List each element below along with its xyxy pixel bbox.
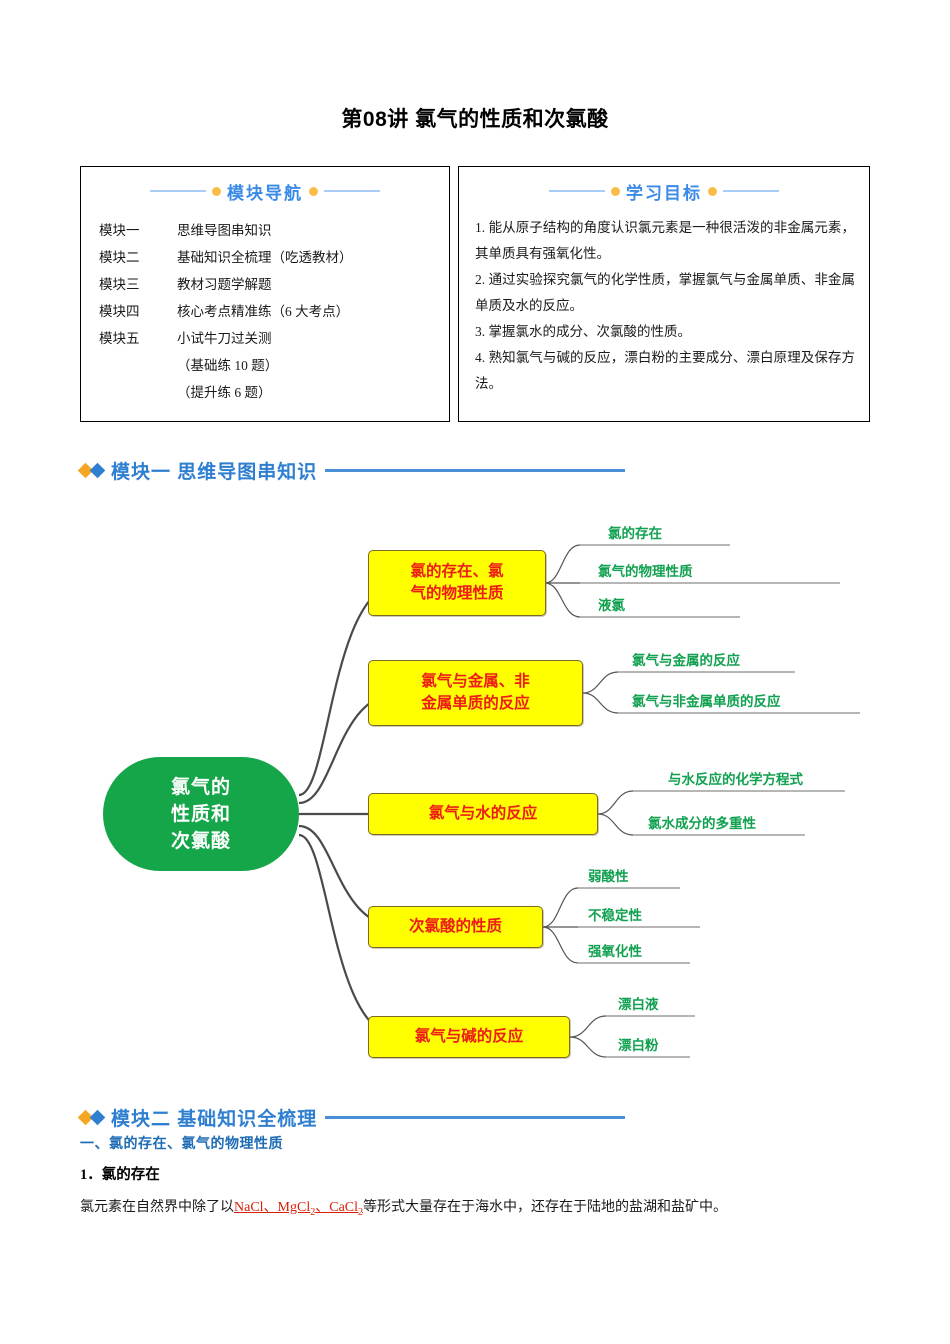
goal-item: 4. 熟知氯气与碱的反应，漂白粉的主要成分、漂白原理及保存方法。: [475, 350, 855, 391]
mindmap-connectors: [298, 544, 860, 1058]
module-key: 模块一: [99, 223, 140, 238]
module-row: 模块三 教材习题学解题: [99, 271, 449, 298]
header-dot-right-icon: [309, 186, 318, 196]
chemical-formula: NaCl、MgCl2、CaCl2: [234, 1200, 364, 1218]
info-boxes-row: 模块导航 模块一 思维导图串知识 模块二 基础知识全梳理（吃透教材） 模块三 教…: [80, 166, 870, 422]
branch-3-label: 氯气与水的反应: [428, 805, 538, 822]
diamond-blue-icon: [89, 462, 106, 479]
goal-item: 1. 能从原子结构的角度认识氯元素是一种很活泼的非金属元素，其单质具有强氧化性。: [475, 220, 855, 261]
learning-goals-box: 学习目标 1. 能从原子结构的角度认识氯元素是一种很活泼的非金属元素，其单质具有…: [458, 166, 870, 422]
mindmap-branch-1: 氯的存在、氯 气的物理性质: [368, 550, 546, 616]
module-value: 教材习题学解题: [177, 277, 272, 292]
module-value: 小试牛刀过关测: [177, 331, 272, 346]
section-diamond-icon: [77, 1109, 106, 1126]
section-rule: [325, 469, 626, 472]
mindmap-leaf-12: 漂白粉: [618, 1038, 659, 1053]
mindmap-root-node: 氯气的 性质和 次氯酸: [103, 757, 299, 871]
mindmap-leaf-2: 氯气的物理性质: [598, 564, 693, 579]
module-key: 模块三: [99, 277, 140, 292]
section-rule: [325, 1116, 626, 1119]
module-sub-row: （提升练 6 题）: [177, 385, 272, 400]
body-paragraph: 氯元素在自然界中除了以NaCl、MgCl2、CaCl2等形式大量存在于海水中，还…: [80, 1196, 880, 1225]
root-line-2: 性质和: [170, 803, 231, 825]
branch-1-line-1: 氯的存在、氯: [410, 563, 504, 580]
page-title: 第08讲 氯气的性质和次氯酸: [341, 108, 609, 131]
module-row: 模块一 思维导图串知识: [99, 217, 449, 244]
mindmap-leaf-3: 液氯: [598, 598, 625, 613]
module-nav-heading: 模块导航: [227, 183, 303, 203]
mindmap-leaf-1: 氯的存在: [608, 526, 662, 541]
module-value: 思维导图串知识: [177, 223, 272, 238]
header-dot-left-icon: [212, 186, 221, 196]
mindmap-leaf-7: 氯水成分的多重性: [648, 816, 756, 831]
learning-goals-header: 学习目标: [459, 167, 869, 203]
header-line-right: [324, 190, 380, 192]
module-row: 模块四 核心考点精准练（6 大考点）: [99, 298, 449, 325]
diamond-blue-icon: [89, 1109, 106, 1126]
root-line-1: 氯气的: [170, 776, 231, 798]
header-dot-left-icon: [611, 186, 620, 196]
branch-2-line-2: 金属单质的反应: [421, 695, 530, 712]
formula-sub-2: 2: [358, 1206, 364, 1218]
section-one-title: 模块一 思维导图串知识: [111, 462, 318, 483]
formula-sub-1: 2: [310, 1206, 316, 1218]
module-value: 核心考点精准练（6 大考点）: [177, 304, 350, 319]
module-list: 模块一 思维导图串知识 模块二 基础知识全梳理（吃透教材） 模块三 教材习题学解…: [81, 203, 449, 406]
header-line-left: [549, 190, 605, 192]
formula-part-2: 、CaCl: [315, 1200, 359, 1215]
module-row: 模块二 基础知识全梳理（吃透教材）: [99, 244, 449, 271]
goal-item: 3. 掌握氯水的成分、次氯酸的性质。: [475, 324, 691, 339]
branch-1-line-2: 气的物理性质: [410, 585, 504, 602]
mindmap-leaf-9: 不稳定性: [588, 908, 642, 923]
module-key: 模块四: [99, 304, 140, 319]
formula-part-1: NaCl、MgCl: [234, 1200, 311, 1215]
root-line-3: 次氯酸: [170, 830, 231, 852]
section-two-title: 模块二 基础知识全梳理: [111, 1109, 318, 1130]
module-sub-row: （基础练 10 题）: [177, 358, 279, 373]
goal-item: 2. 通过实验探究氯气的化学性质，掌握氯气与金属单质、非金属单质及水的反应。: [475, 272, 855, 313]
branch-5-label: 氯气与碱的反应: [414, 1028, 524, 1045]
header-line-right: [723, 190, 779, 192]
mindmap-branch-3: 氯气与水的反应: [368, 793, 598, 835]
module-row: 模块五 小试牛刀过关测: [99, 325, 449, 352]
branch-2-line-1: 氯气与金属、非: [421, 673, 530, 690]
learning-goals-list: 1. 能从原子结构的角度认识氯元素是一种很活泼的非金属元素，其单质具有强氧化性。…: [459, 203, 869, 397]
mindmap-leaf-5: 氯气与非金属单质的反应: [632, 694, 781, 709]
branch-4-label: 次氯酸的性质: [408, 918, 502, 935]
mindmap-leaf-4: 氯气与金属的反应: [632, 653, 740, 668]
section-two-header: 模块二 基础知识全梳理: [77, 1104, 870, 1131]
section-one-header: 模块一 思维导图串知识: [77, 457, 870, 484]
mindmap-leaf-10: 强氧化性: [588, 944, 642, 959]
module-nav-box: 模块导航 模块一 思维导图串知识 模块二 基础知识全梳理（吃透教材） 模块三 教…: [80, 166, 450, 422]
body-text-before: 氯元素在自然界中除了以: [80, 1200, 234, 1215]
mindmap-leaf-11: 漂白液: [618, 997, 659, 1012]
mindmap-branch-2: 氯气与金属、非 金属单质的反应: [368, 660, 583, 726]
item-heading: 1．氯的存在: [80, 1167, 160, 1183]
module-value: 基础知识全梳理（吃透教材）: [177, 250, 353, 265]
header-line-left: [150, 190, 206, 192]
module-key: 模块二: [99, 250, 140, 265]
learning-goals-heading: 学习目标: [626, 183, 702, 203]
mindmap-branch-4: 次氯酸的性质: [368, 906, 543, 948]
mindmap-branch-5: 氯气与碱的反应: [368, 1016, 570, 1058]
mindmap: 氯气的 性质和 次氯酸 氯的存在、氯 气的物理性质 氯气与金属、非 金属单质的反…: [0, 495, 950, 1085]
module-nav-header: 模块导航: [81, 167, 449, 203]
subsection-heading: 一、氯的存在、氯气的物理性质: [80, 1135, 283, 1151]
module-key: 模块五: [99, 331, 140, 346]
header-dot-right-icon: [708, 186, 717, 196]
mindmap-leaf-8: 弱酸性: [588, 869, 629, 884]
mindmap-leaf-6: 与水反应的化学方程式: [668, 772, 803, 787]
body-text-after: 等形式大量存在于海水中，还存在于陆地的盐湖和盐矿中。: [363, 1200, 728, 1215]
section-diamond-icon: [77, 462, 106, 479]
